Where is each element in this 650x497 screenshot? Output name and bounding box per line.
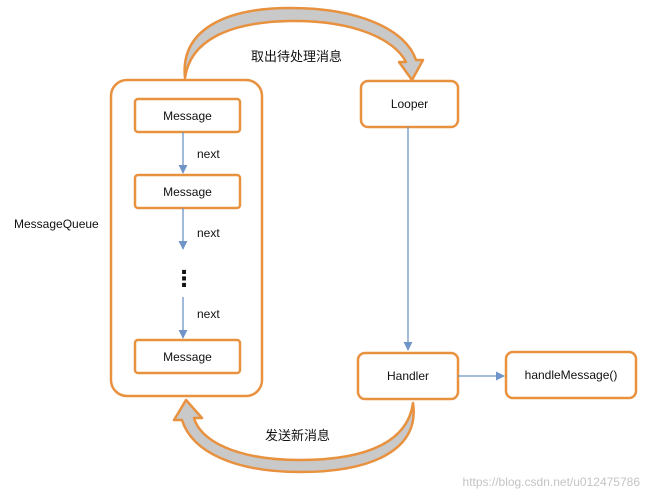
looper-box: Looper (359, 79, 460, 129)
take-pending-label: 取出待处理消息 (251, 49, 342, 65)
message-queue-container (109, 78, 264, 398)
handle-message-box: handleMessage() (504, 350, 638, 400)
next-label-1: next (197, 147, 220, 161)
handler-box: Handler (356, 351, 460, 401)
csdn-watermark: https://blog.csdn.net/u012475786 (463, 475, 641, 489)
message-box-1-label: Message (163, 109, 212, 123)
handle-message-label: handleMessage() (525, 368, 618, 382)
send-new-label: 发送新消息 (265, 428, 330, 444)
message-box-3-label: Message (163, 350, 212, 364)
message-box-2-label: Message (163, 185, 212, 199)
looper-label: Looper (391, 97, 428, 111)
take-pending-curve-arrow (183, 6, 425, 82)
message-queue-label: MessageQueue (14, 217, 99, 231)
message-box-3: Message (133, 338, 242, 375)
message-box-2: Message (133, 173, 242, 210)
send-new-curve-arrow (172, 398, 415, 474)
message-box-1: Message (133, 97, 242, 134)
next-label-2: next (197, 226, 220, 240)
next-label-3: next (197, 307, 220, 321)
ellipsis-dots: ⋮ (173, 267, 195, 292)
handler-label: Handler (387, 369, 429, 383)
